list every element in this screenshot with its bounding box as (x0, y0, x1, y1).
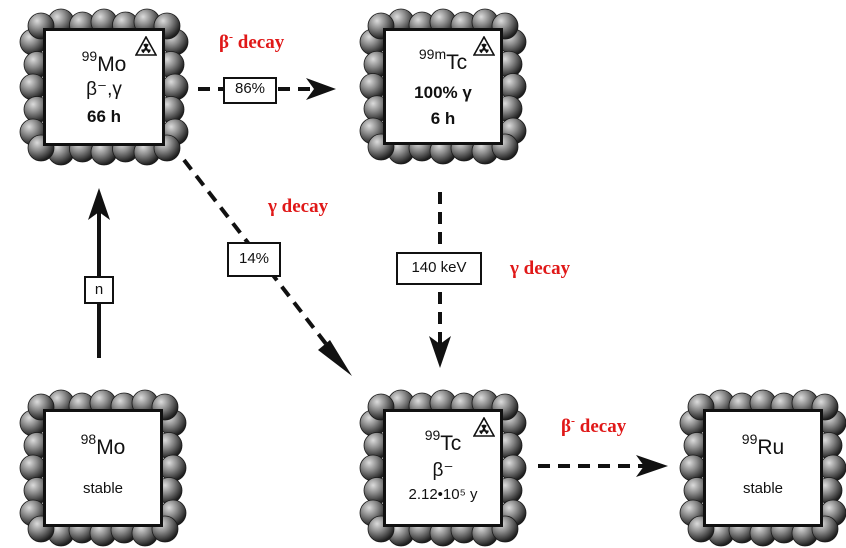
arrowhead-tc99m-to-tc99 (429, 336, 451, 368)
nucleon-sphere (159, 454, 187, 482)
node-mo99-half-life: 66 h (86, 107, 122, 126)
node-ru99-status: stable (742, 480, 784, 497)
node-tc99m-half-life: 6 h (430, 109, 456, 128)
node-tc99-mode: β⁻ (432, 460, 454, 481)
node-tc99-symbol: Tc (440, 432, 462, 455)
node-tc99-half-life: 2.12•10⁵ y (408, 486, 478, 503)
radiation-icon (473, 417, 495, 437)
node-mo98-status: stable (82, 480, 124, 497)
nucleon-sphere (499, 454, 527, 482)
arrowhead-mo99-to-tc99 (318, 340, 352, 376)
node-tc99m-isotope: 99mTc (386, 47, 500, 75)
node-mo98-isotope: 98Mo (46, 432, 160, 460)
arrowhead-mo99-to-tc99m (306, 78, 336, 100)
node-ru99-isotope: 99Ru (706, 432, 820, 460)
nucleon-sphere (161, 73, 189, 101)
node-tc99m-symbol: Tc (446, 51, 468, 74)
radiation-icon (473, 36, 495, 56)
arrowhead-mo98-to-mo99 (88, 188, 110, 220)
node-ru99-mass: 99 (741, 431, 758, 447)
tag-neutron: n (84, 276, 114, 304)
node-mo99-symbol: Mo (97, 53, 127, 76)
node-mo98-symbol: Mo (96, 436, 126, 459)
radiation-icon (135, 36, 157, 56)
nucleon-sphere (819, 454, 846, 482)
node-tc99-mass: 99 (424, 427, 441, 443)
node-mo99-mass: 99 (81, 48, 98, 64)
node-mo98-mass: 98 (80, 431, 97, 447)
label-gamma-decay-left: γ decay (268, 196, 329, 217)
node-mo99-mode: β⁻,γ (86, 79, 122, 100)
node-mo99: 99Mo β⁻,γ 66 h (43, 28, 165, 146)
node-tc99m-mass: 99m (418, 46, 447, 62)
nucleon-sphere (499, 73, 527, 100)
node-ru99-symbol: Ru (757, 436, 785, 459)
node-tc99m-mode: 100% γ (414, 83, 472, 102)
tag-branch-14: 14% (227, 242, 281, 277)
tag-energy: 140 keV (396, 252, 482, 285)
tag-branch-86: 86% (223, 77, 277, 104)
arrowhead-tc99-to-ru99 (636, 455, 668, 477)
node-ru99: 99Ru stable (703, 409, 823, 527)
label-beta-decay-bottom: β- decay (561, 413, 627, 437)
label-beta-decay-top: β- decay (219, 29, 285, 53)
node-mo98: 98Mo stable (43, 409, 163, 527)
node-tc99-isotope: 99Tc (386, 428, 500, 456)
node-tc99m: 99mTc 100% γ 6 h (383, 28, 503, 145)
node-mo99-isotope: 99Mo (46, 49, 162, 77)
label-gamma-decay-right: γ decay (510, 258, 571, 279)
node-tc99: 99Tc β⁻ 2.12•10⁵ y (383, 409, 503, 527)
